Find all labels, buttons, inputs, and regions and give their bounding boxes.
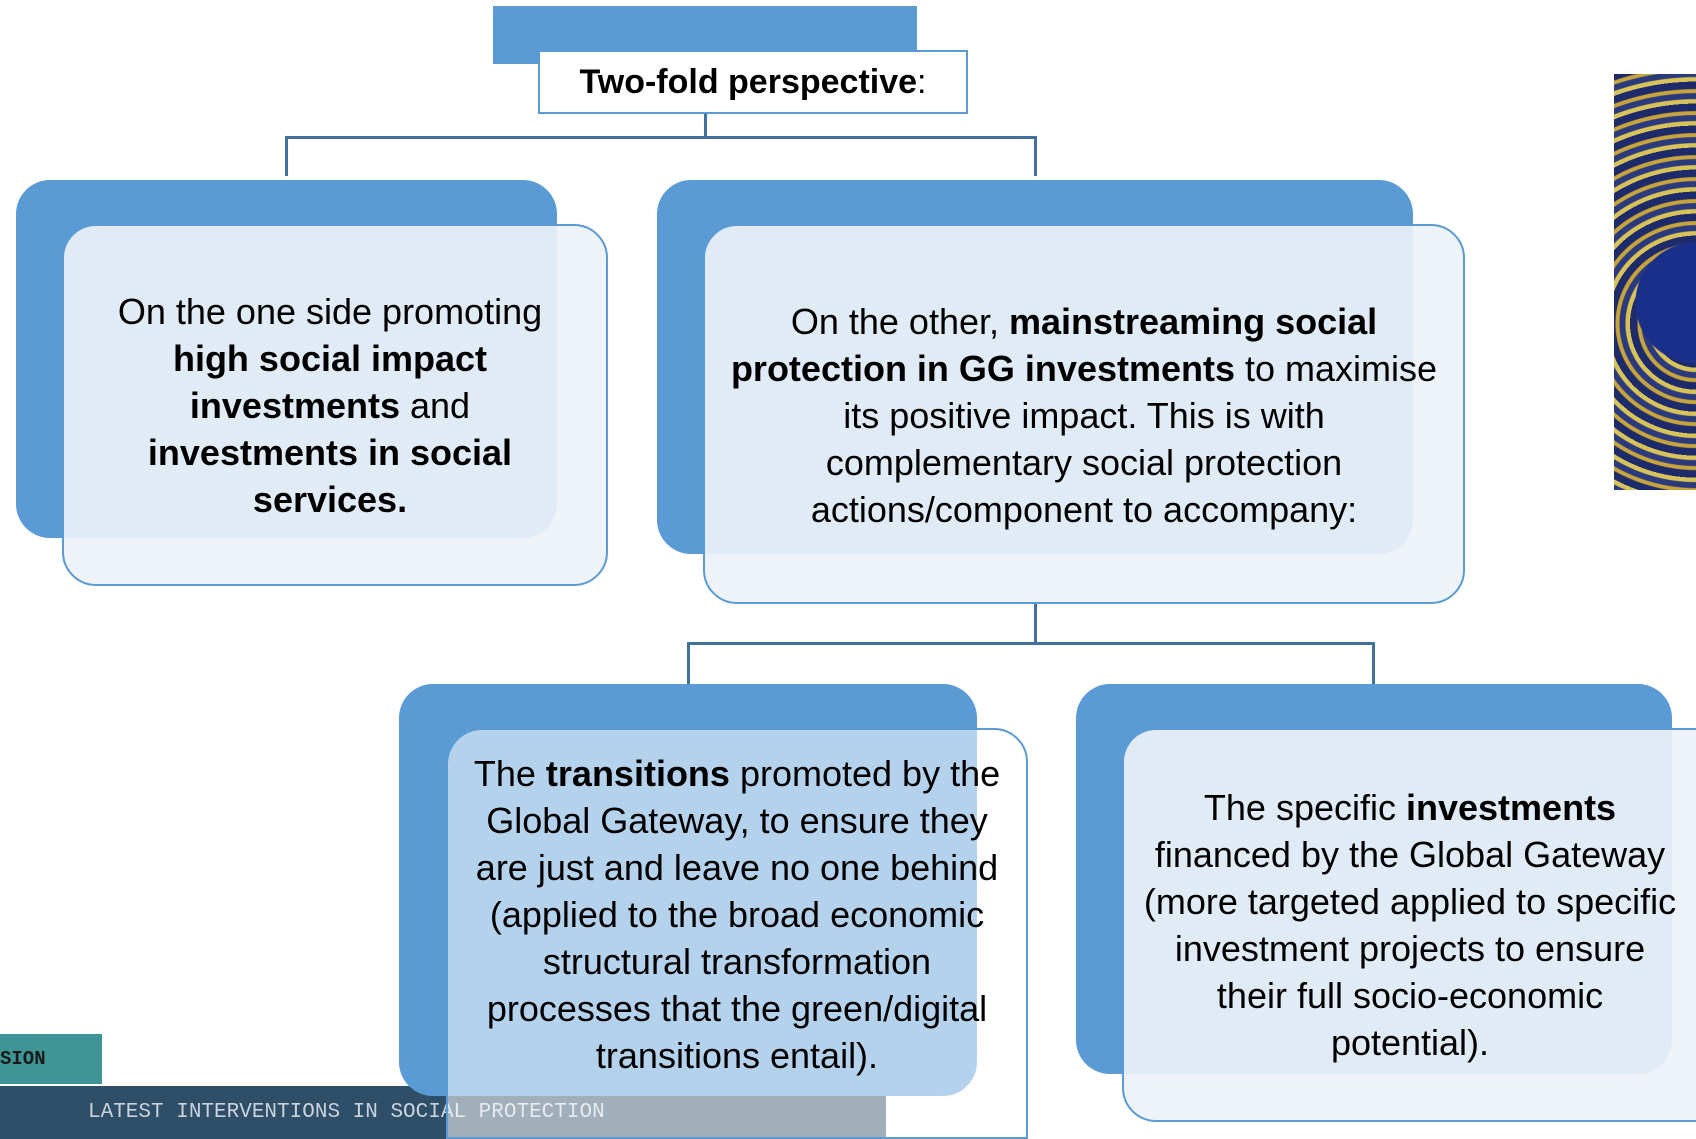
connector-right-card-down: [1034, 604, 1037, 644]
left-card-text: On the one side promoting high social im…: [117, 291, 543, 520]
bottom-left-card: The transitions promoted by the Global G…: [446, 728, 1028, 1139]
connector-title-down: [704, 114, 707, 138]
connector-bottom-right-down: [1372, 642, 1375, 684]
bottom-right-card-text: The specific investments financed by the…: [1143, 787, 1677, 1063]
title-box: Two-fold perspective:: [538, 50, 968, 114]
bottom-right-card: The specific investments financed by the…: [1122, 728, 1696, 1122]
bottom-left-card-text: The transitions promoted by the Global G…: [473, 753, 1001, 1076]
connector-left-down: [285, 136, 288, 176]
connector-bottom-horizontal: [687, 642, 1375, 645]
connector-title-horizontal: [285, 136, 1037, 139]
connector-right-down: [1034, 136, 1037, 176]
right-card: On the other, mainstreaming social prote…: [703, 224, 1465, 604]
title-text: Two-fold perspective:: [579, 62, 927, 101]
left-card: On the one side promoting high social im…: [62, 224, 608, 586]
right-card-text: On the other, mainstreaming social prote…: [730, 301, 1438, 530]
footer-tag: SION: [0, 1034, 102, 1084]
connector-bottom-left-down: [687, 642, 690, 684]
decorative-image: [1614, 74, 1696, 490]
